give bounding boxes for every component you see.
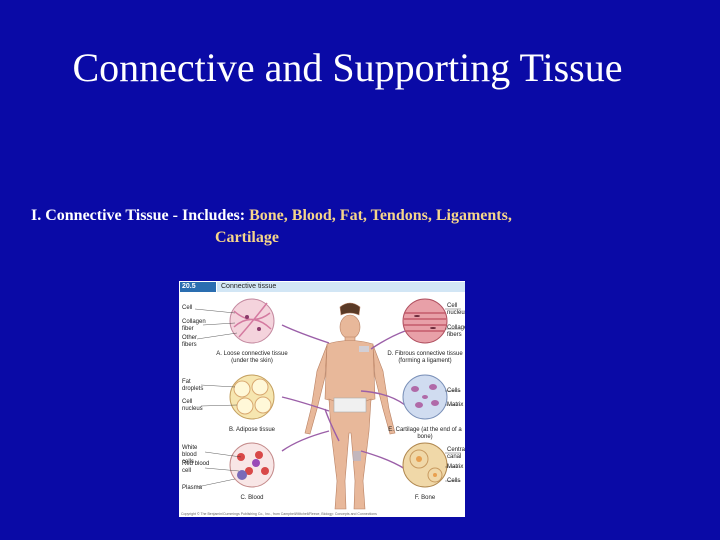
label-cell-nucleus-left: Cell nucleus — [182, 399, 203, 412]
label-cells-bone: Cells — [447, 478, 461, 484]
circle-bone — [402, 442, 448, 488]
label-collagen-fibers: Collagen fibers — [447, 325, 465, 338]
label-central-canal: Central canal — [447, 447, 465, 460]
label-matrix-bone: Matrix — [447, 464, 464, 470]
leader-lines — [194, 308, 461, 488]
figure-illustration — [194, 298, 461, 510]
bullet-prefix: I. Connective Tissue - Includes: — [31, 207, 250, 224]
circle-adipose — [229, 374, 275, 420]
connective-tissue-figure: 20.5 Connective tissue Cell Collagen fib… — [179, 281, 465, 517]
caption-d: D. Fibrous connective tissue (forming a … — [387, 351, 463, 364]
label-fat-droplets: Fat droplets — [182, 379, 204, 392]
label-cell: Cell — [182, 305, 193, 311]
figure-number: 20.5 — [180, 282, 216, 292]
label-other-fibers: Other fibers — [182, 335, 198, 348]
caption-c: C. Blood — [240, 495, 264, 501]
label-white-blood-cells: White blood cells — [182, 445, 198, 465]
label-matrix-cartilage: Matrix — [447, 402, 464, 408]
caption-f: F. Bone — [414, 495, 436, 501]
caption-b: B. Adipose tissue — [228, 427, 276, 433]
label-red-blood-cell: Red blood cell — [182, 461, 210, 474]
bullet-highlight-2: Cartilage — [215, 229, 279, 246]
label-plasma: Plasma — [182, 485, 203, 491]
human-body-illustration — [304, 302, 396, 510]
slide-title: Connective and Supporting Tissue — [72, 45, 623, 90]
figure-header: 20.5 Connective tissue — [179, 281, 465, 292]
figure-header-text: Connective tissue — [217, 282, 465, 292]
label-cell-nucleus-right: Cell nucleus — [447, 303, 465, 316]
circle-cartilage — [402, 374, 448, 420]
circle-fibrous — [402, 298, 448, 344]
caption-a: A. Loose connective tissue (under the sk… — [216, 351, 288, 364]
bullet-highlight-1: Bone, Blood, Fat, Tendons, Ligaments, — [249, 207, 512, 224]
label-collagen-fiber: Collagen fiber — [182, 319, 206, 332]
knee-highlight — [353, 451, 361, 461]
circle-loose-connective — [229, 298, 275, 344]
circle-blood — [229, 442, 275, 488]
pointer-arrows — [281, 324, 406, 470]
figure-credit: Copyright © The Benjamin/Cummings Publis… — [181, 512, 377, 516]
label-cells-cartilage: Cells — [447, 388, 461, 394]
shoulder-highlight — [359, 346, 369, 352]
bullet-connective-tissue: I. Connective Tissue - Includes: Bone, B… — [31, 205, 671, 249]
caption-e: E. Cartilage (at the end of a bone) — [388, 427, 462, 440]
